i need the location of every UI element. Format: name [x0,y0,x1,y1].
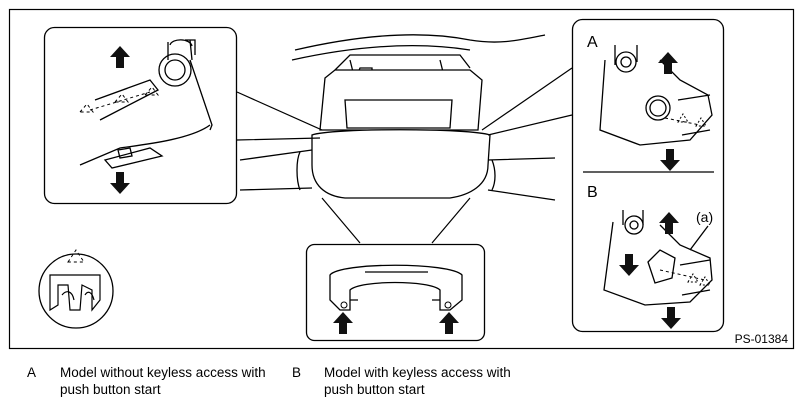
clip-detail-circle [38,249,114,329]
figure-frame [8,8,795,350]
legend-letter: B [292,365,302,380]
inset-key-cylinder: A B (a) [571,18,725,333]
legend-text: Model without keyless access with push b… [60,365,266,397]
callout-lines [236,67,573,244]
inset-upper-cover [43,26,238,205]
panel-a-letter: A [587,34,598,51]
callout-a: (a) [696,209,713,225]
bolt-icon [340,301,452,309]
legend-text: Model with keyless access with push butt… [324,365,511,397]
clip-icon [67,249,85,263]
steering-column-center [239,34,556,201]
legend-letter: A [27,365,37,380]
inset-lower-cover [305,243,486,342]
figure-code: PS-01384 [735,332,789,346]
panel-b-letter: B [587,184,598,201]
